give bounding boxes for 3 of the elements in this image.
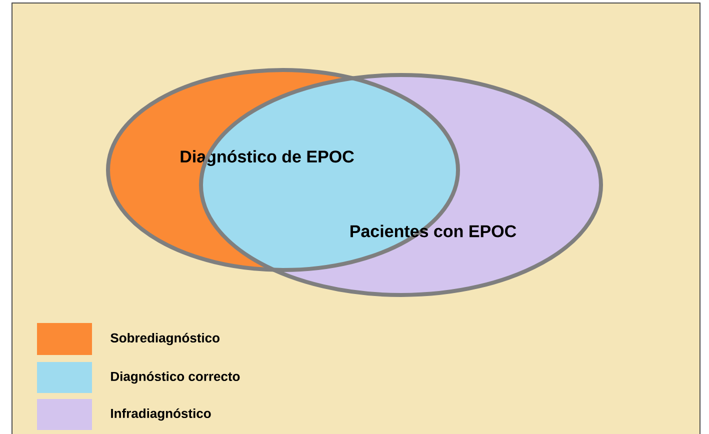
legend-label: Sobrediagnóstico [110, 332, 220, 346]
legend-label: Infradiagnóstico [111, 408, 211, 421]
legend-label: Diagnóstico correcto [111, 371, 240, 384]
